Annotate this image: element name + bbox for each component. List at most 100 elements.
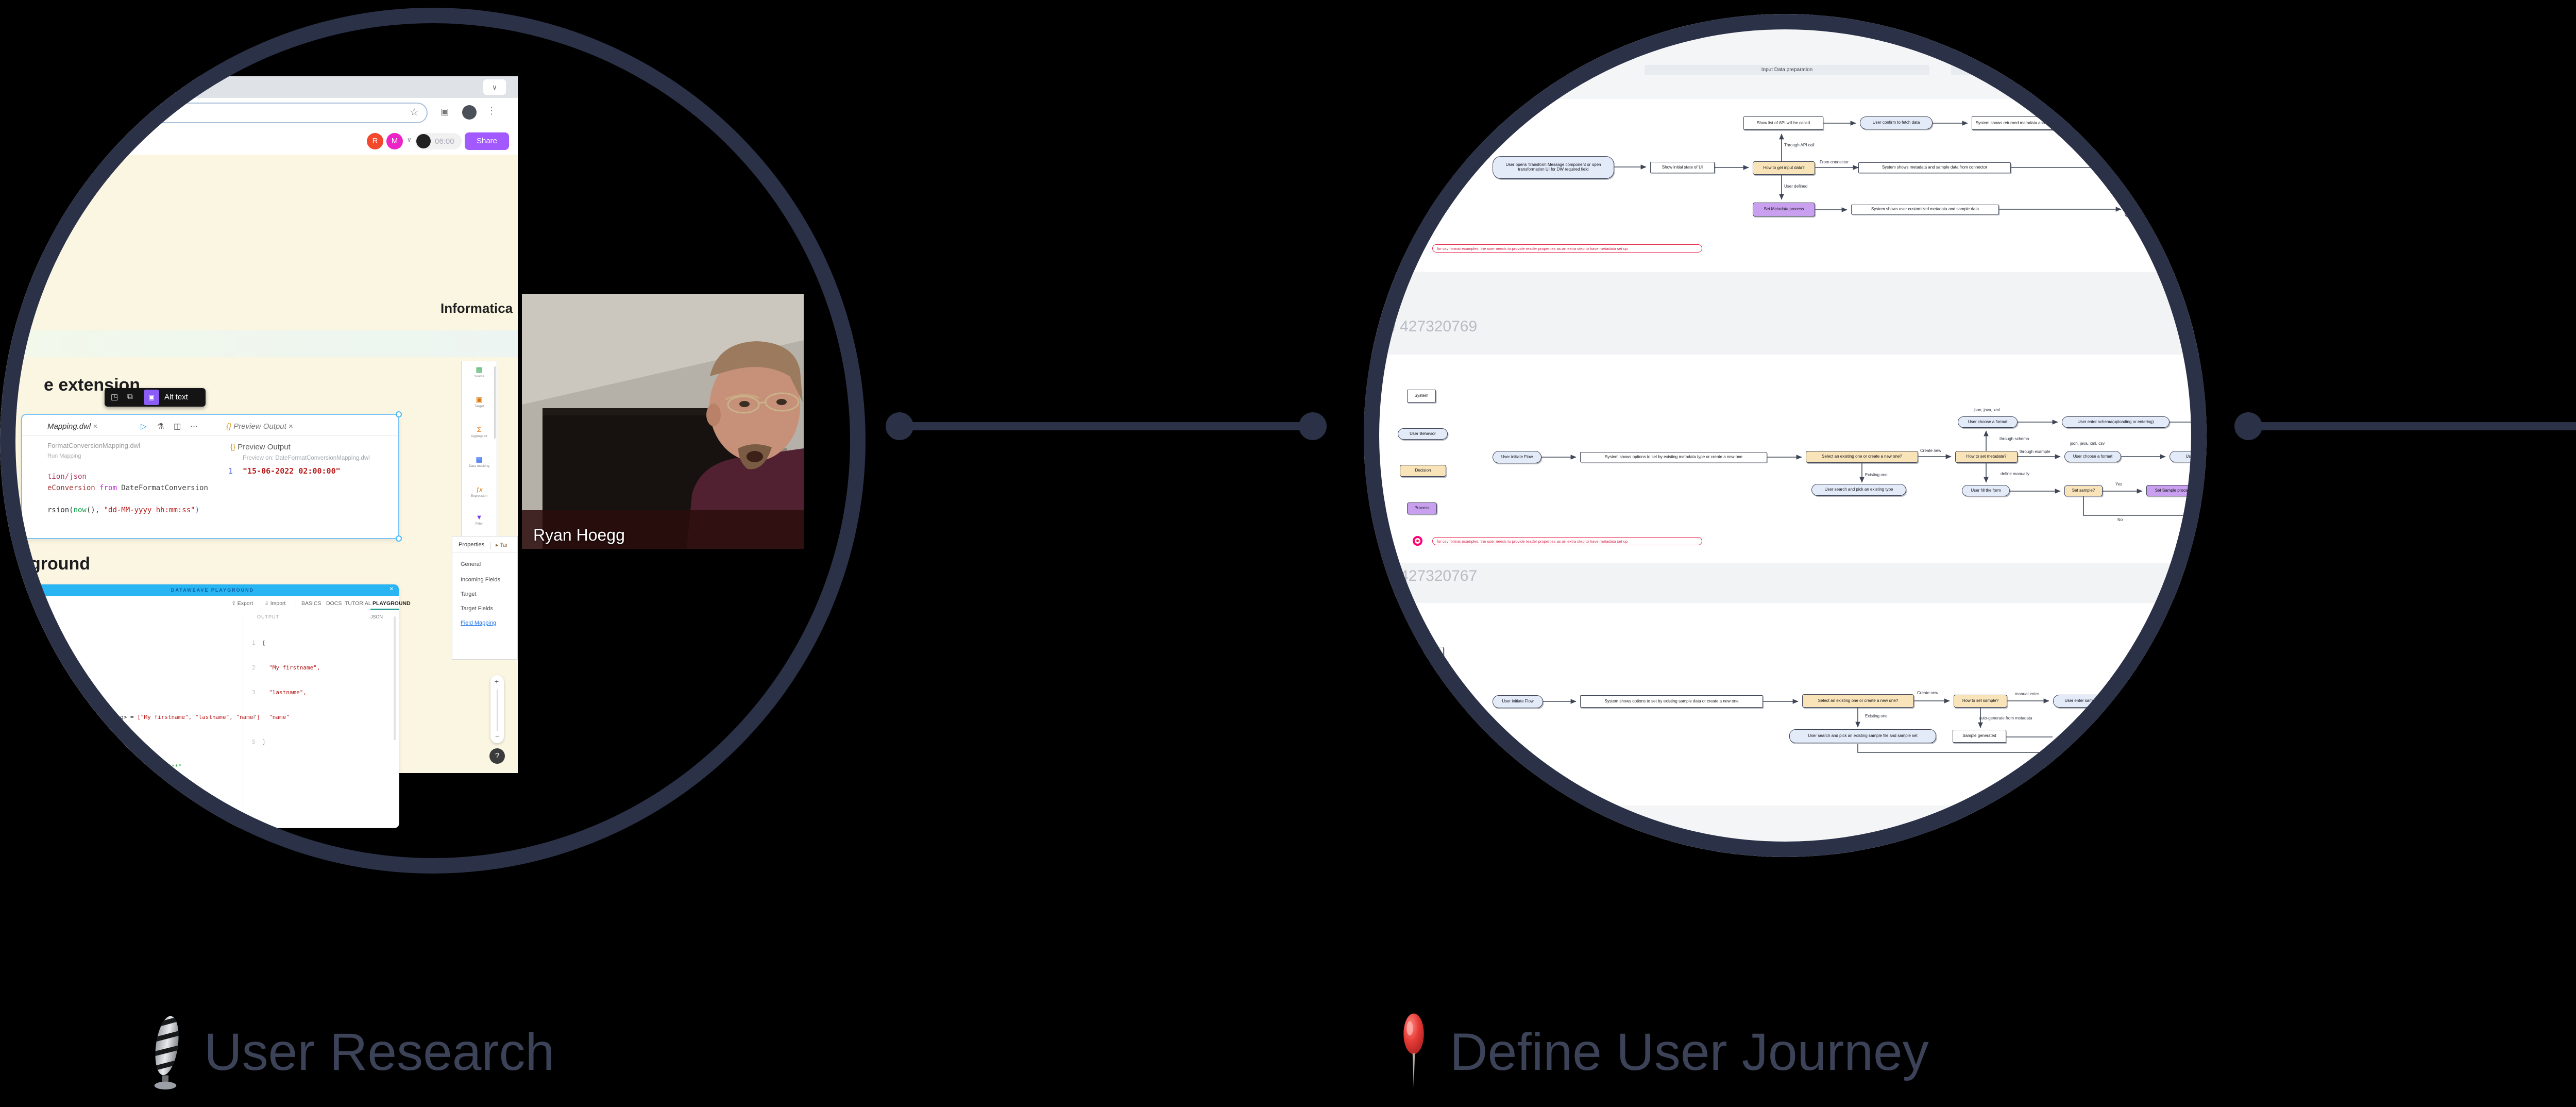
scrollbar[interactable]	[494, 366, 496, 439]
run-icon[interactable]: ▷	[141, 422, 147, 431]
tool-item[interactable]: ▦Source	[462, 365, 497, 378]
flow-node: User search and pick an existing sample …	[1789, 729, 1936, 743]
line-number: 1	[228, 466, 233, 476]
flow-label: Through API call	[1784, 143, 1815, 147]
zoom-slider[interactable]: + −	[490, 675, 504, 743]
zoom-in-icon[interactable]: +	[495, 677, 499, 685]
flow-node: User fill the form	[1962, 485, 2010, 496]
avatar: R	[367, 133, 383, 149]
tab-target[interactable]: ▸ Tar	[496, 542, 508, 548]
flow-connectors	[1541, 121, 2201, 753]
flow-label: auto-generate from metadata	[1979, 716, 2032, 720]
connector-dot	[886, 412, 913, 440]
flow-label: through example	[2020, 449, 2050, 454]
filter-icon: ▼	[476, 513, 483, 521]
props-item-field-mapping[interactable]: Field Mapping	[461, 620, 497, 626]
flow-node: Show initial state of UI	[1650, 162, 1715, 173]
tab-playground[interactable]: PLAYGROUND	[372, 600, 411, 607]
props-item[interactable]: Target	[461, 591, 477, 597]
tab-properties[interactable]: Properties	[459, 542, 485, 548]
share-button[interactable]: Share	[465, 132, 509, 150]
close-icon[interactable]: ✕	[389, 586, 394, 592]
preview-on: Preview on: DateFormatConversionMapping.…	[243, 455, 370, 461]
props-item[interactable]: General	[461, 561, 481, 567]
chevron-down-icon[interactable]: ∨	[407, 136, 412, 143]
editor-tab[interactable]: Mapping.dwl ×	[47, 422, 98, 431]
media-icon[interactable]: ◳	[111, 393, 118, 401]
preview-tab[interactable]: {} Preview Output ×	[226, 422, 293, 431]
tab-basics[interactable]: BASICS	[301, 600, 321, 607]
step-define-user-journey: Define User Journey	[1397, 1013, 2170, 1095]
scrollbar[interactable]	[394, 616, 396, 740]
flow-label: From connector	[1820, 160, 1849, 164]
tool-item[interactable]: ▼Filter	[462, 513, 497, 526]
import-link[interactable]: ⇩ Import	[264, 600, 286, 607]
tab-tutorial[interactable]: TUTORIAL	[345, 600, 371, 607]
split-view-icon[interactable]: ◫	[174, 422, 181, 431]
aggregator-icon: Σ	[477, 425, 482, 433]
zoom-out-icon[interactable]: −	[495, 732, 500, 740]
selection-handle[interactable]	[396, 535, 402, 542]
props-item[interactable]: Target Fields	[461, 606, 493, 612]
bookmark-star-icon[interactable]: ☆	[410, 107, 419, 118]
slider-track[interactable]	[497, 690, 498, 731]
props-item[interactable]: Incoming Fields	[461, 577, 501, 583]
alt-text-toolbar: ◳ ⧉ ▣ Alt text	[105, 388, 206, 407]
json-format-label[interactable]: JSON	[370, 614, 383, 619]
step-user-research: User Research	[143, 1013, 865, 1095]
board-bottom-strip	[1364, 806, 2207, 857]
circle-user-research: ∨ ☆ ▣ ⋮ R M ∨ 06:00 Share e extension	[0, 8, 866, 874]
timer-chip[interactable]: 06:00	[415, 133, 462, 149]
flow-node	[1395, 203, 1435, 216]
red-note: for csv format examples, the user needs …	[1432, 244, 1702, 253]
extension-icon[interactable]: ▣	[440, 107, 449, 116]
flow-node: Select an existing one or create a new o…	[1806, 451, 1918, 463]
frame-title[interactable]: Frame 427320769	[1364, 318, 1478, 335]
code-line: tion/json	[47, 473, 87, 481]
flow-node: Set Metadata process	[1753, 203, 1815, 216]
alt-text-active-icon[interactable]: ▣	[144, 390, 159, 405]
playground-input-code[interactable]: 1 %dw 2.0 2 output json 3 4 var masks : …	[31, 640, 260, 844]
browser-menu-chip[interactable]: ∨	[483, 79, 506, 95]
more-icon[interactable]: ⋯	[190, 422, 198, 431]
legend-process: Process	[1407, 502, 1437, 514]
profile-avatar[interactable]	[462, 105, 477, 120]
divider	[22, 435, 398, 436]
flow-label: Existing one	[1865, 473, 1888, 477]
flow-label: manual enter	[2015, 692, 2039, 696]
flow-label: User defined	[1784, 184, 1808, 189]
selection-handle[interactable]	[396, 411, 402, 417]
crop-icon[interactable]: ⧉	[127, 392, 133, 401]
flask-icon[interactable]: ⚗	[157, 422, 164, 431]
tab-docs[interactable]: DOCS	[326, 600, 342, 607]
export-link[interactable]: ⇪ Export	[231, 600, 253, 607]
flow-node: User opens Transform Message component o…	[1493, 156, 1614, 179]
playground-output-json: 1 [ 2 "My firstname", 3 "lastname", 4 "n…	[252, 640, 320, 745]
input-pane-label: INPUT	[39, 614, 55, 619]
flow-node: User search and pick an existing type	[1811, 484, 1906, 496]
close-icon[interactable]: ×	[93, 422, 98, 431]
alt-text-label[interactable]: Alt text	[164, 393, 188, 401]
flow-node	[1423, 647, 1444, 660]
timer-icon	[416, 134, 431, 148]
tool-label: Aggregator	[470, 434, 488, 438]
flow-label: json, java, xml	[1974, 408, 2000, 412]
frame-title[interactable]: Frame 427320767	[1364, 567, 1478, 584]
tool-item[interactable]: ▣Target	[462, 395, 497, 408]
expression-icon: ƒx	[476, 486, 483, 493]
divider: |	[489, 541, 492, 550]
overflow-menu-icon[interactable]: ⋮	[487, 106, 496, 116]
help-button[interactable]: ?	[489, 748, 505, 764]
flow-label: Yes	[2115, 482, 2123, 487]
tab-underline	[370, 609, 399, 610]
address-bar[interactable]	[52, 103, 428, 123]
flow-node: System shows metadata and sample data fr…	[1858, 162, 2011, 173]
close-icon[interactable]: ×	[288, 422, 293, 431]
browser-window: ∨ ☆ ▣ ⋮ R M ∨ 06:00 Share e extension	[0, 76, 518, 844]
run-mapping-link[interactable]: Run Mapping	[47, 453, 81, 459]
tool-item[interactable]: ▤Data masking	[462, 455, 497, 468]
source-icon: ▦	[476, 365, 483, 374]
